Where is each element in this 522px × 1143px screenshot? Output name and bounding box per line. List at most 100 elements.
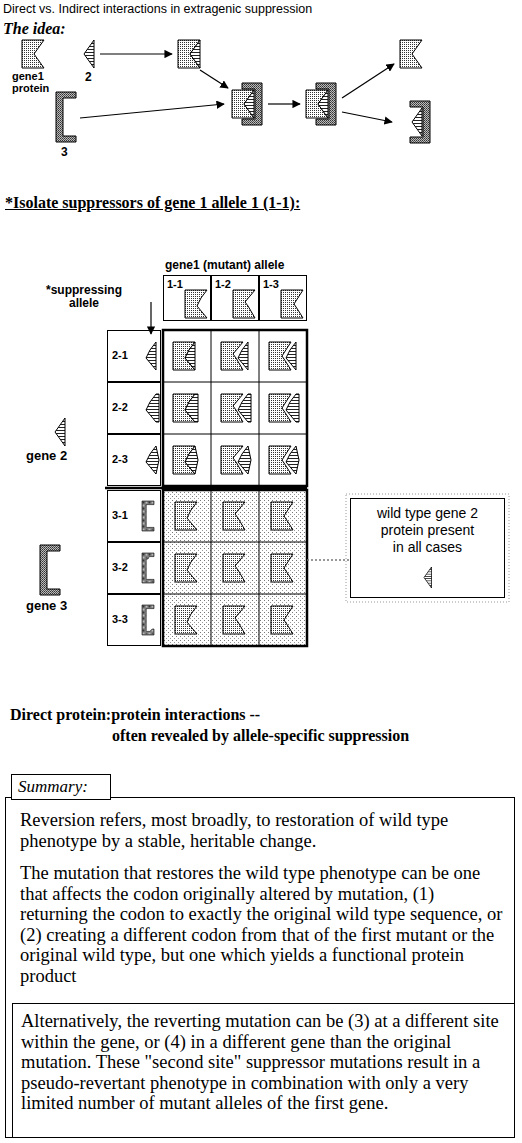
- protein-shape: [242, 83, 262, 125]
- allele-shape: [146, 446, 159, 474]
- allele-shape: [173, 342, 195, 370]
- summary-paragraph: The mutation that restores the wild type…: [20, 863, 504, 986]
- gene-label: gene 2: [26, 448, 67, 464]
- note-box: wild type gene 2 protein present in all …: [350, 498, 505, 598]
- allele-cell: 3-3: [107, 594, 161, 646]
- gene-label: gene 3: [26, 598, 67, 614]
- grid-block: [163, 490, 307, 646]
- allele-shape: [185, 394, 198, 422]
- protein-shape: [190, 40, 200, 68]
- leader-line: [307, 559, 350, 561]
- summary-heading: Summary:: [18, 777, 104, 797]
- allele-shape: [185, 446, 198, 474]
- allele-label: 2-2: [108, 383, 160, 414]
- allele-shape: [271, 606, 293, 634]
- column-heading: gene1 (mutant) allele: [165, 258, 284, 272]
- conclusion-text: often revealed by allele-specific suppre…: [112, 726, 409, 745]
- protein-shape: [244, 90, 254, 118]
- reaction-arrow: [200, 70, 228, 88]
- allele-cell: 2-1: [107, 330, 161, 382]
- protein-shape: [316, 83, 336, 125]
- allele-shape: [142, 501, 154, 531]
- allele-shape: [185, 290, 207, 318]
- grid-line: [163, 434, 307, 435]
- grid-block: [105, 330, 307, 646]
- allele-shape: [238, 394, 251, 422]
- allele-cell: 2-3: [107, 434, 161, 486]
- reaction-arrow: [342, 112, 392, 122]
- allele-shape: [55, 418, 65, 446]
- summary-paragraph: Alternatively, the reverting mutation ca…: [21, 1011, 504, 1114]
- allele-cell: 1-3: [259, 275, 307, 321]
- allele-label: 3-3: [108, 595, 160, 626]
- grid-shading: [163, 490, 307, 646]
- protein-shape: [318, 90, 328, 118]
- grid-line: [163, 542, 307, 543]
- allele-label: 1-1: [164, 276, 210, 291]
- allele-cell: 3-2: [107, 542, 161, 594]
- allele-label: 1-2: [212, 276, 258, 291]
- diagram-title: Direct vs. Indirect interactions in extr…: [3, 2, 312, 17]
- grid-shading: [163, 490, 307, 646]
- allele-shape: [223, 606, 245, 634]
- grid-block: [163, 330, 307, 486]
- protein-shape: [178, 40, 200, 68]
- grid-block: [105, 487, 307, 490]
- allele-cell: 3-1: [107, 490, 161, 542]
- allele-shape: [238, 446, 251, 474]
- protein-label: 2: [85, 70, 92, 84]
- allele-shape: [271, 502, 293, 530]
- grid-line: [163, 594, 307, 595]
- section-heading: *Isolate suppressors of gene 1 allele 1 …: [5, 193, 300, 212]
- allele-shape: [238, 342, 248, 370]
- conclusion-text: Direct protein:protein interactions --: [10, 705, 260, 724]
- protein-label: 3: [61, 145, 68, 159]
- allele-shape: [424, 567, 432, 588]
- protein-shape: [56, 92, 76, 142]
- allele-label: 2-1: [108, 331, 160, 362]
- row-pointer-label: *suppressing allele: [38, 284, 130, 310]
- allele-shape: [281, 290, 303, 318]
- protein-shape: [410, 101, 430, 143]
- allele-shape: [223, 554, 245, 582]
- allele-shape: [286, 342, 296, 370]
- leader-line: [346, 494, 509, 602]
- allele-shape: [286, 394, 299, 422]
- summary-tab: Summary:: [11, 774, 111, 800]
- protein-shape: [84, 40, 94, 68]
- allele-shape: [40, 290, 432, 635]
- protein-label: gene1 protein: [12, 70, 62, 94]
- allele-shape: [175, 606, 197, 634]
- leader-line: [307, 494, 509, 602]
- allele-shape: [271, 554, 293, 582]
- allele-cell: 1-2: [211, 275, 259, 321]
- protein-shape: [22, 40, 44, 68]
- allele-shape: [233, 290, 255, 318]
- allele-shape: [223, 502, 245, 530]
- allele-shape: [185, 342, 195, 370]
- allele-cell: 2-2: [107, 382, 161, 434]
- allele-shape: [146, 342, 156, 370]
- allele-shape: [146, 394, 159, 422]
- protein-shape: [232, 90, 254, 118]
- reaction-arrow: [268, 103, 300, 104]
- allele-shape: [142, 605, 154, 635]
- reaction-arrow: [80, 104, 224, 118]
- allele-label: 1-3: [260, 276, 306, 291]
- summary-paragraph: Reversion refers, most broadly, to resto…: [20, 810, 504, 851]
- reaction-arrow: [80, 54, 394, 122]
- summary-section: Alternatively, the reverting mutation ca…: [12, 1003, 515, 1138]
- allele-shape: [175, 554, 197, 582]
- protein-shape: [22, 40, 430, 143]
- summary-box: Reversion refers, most broadly, to resto…: [5, 797, 515, 1138]
- note-text: wild type gene 2 protein present in all …: [375, 505, 481, 556]
- protein-shape: [412, 108, 422, 136]
- allele-cell: 1-1: [163, 275, 211, 321]
- allele-shape: [40, 545, 60, 595]
- reaction-arrow: [100, 53, 172, 54]
- allele-label: 3-1: [108, 491, 160, 522]
- allele-shape: [286, 446, 299, 474]
- reaction-arrow: [342, 64, 394, 98]
